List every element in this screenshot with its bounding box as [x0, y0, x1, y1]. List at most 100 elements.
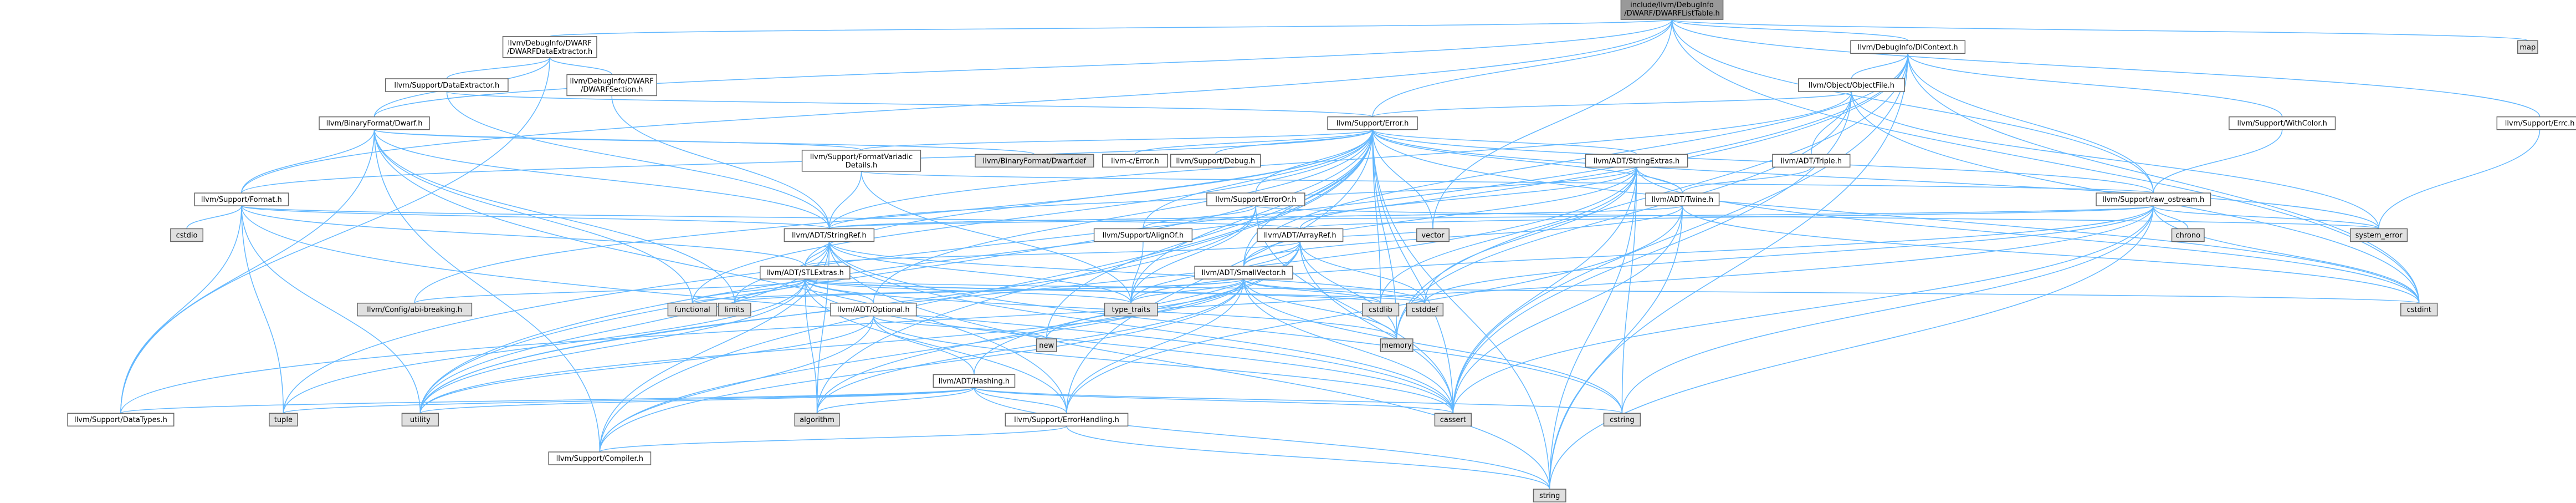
node-systemerror[interactable]: system_error: [2349, 228, 2408, 242]
node-label: system_error: [2355, 231, 2403, 240]
edge: [1134, 129, 1373, 155]
node-withcolor[interactable]: llvm/Support/WithColor.h: [2229, 116, 2336, 130]
edge: [816, 129, 1373, 414]
node-cerror[interactable]: llvm-c/Error.h: [1102, 154, 1169, 168]
node-box: [933, 374, 1016, 388]
node-box: [2229, 116, 2336, 130]
edge: [419, 129, 1373, 414]
edge: [2378, 129, 2541, 229]
node-box: [2496, 116, 2576, 130]
node-arrayref[interactable]: llvm/ADT/ArrayRef.h: [1257, 228, 1344, 242]
node-vector[interactable]: vector: [1416, 228, 1450, 242]
node-dwarfdef[interactable]: llvm/BinaryFormat/Dwarf.def: [975, 154, 1094, 168]
edge: [1851, 91, 2379, 229]
node-optional[interactable]: llvm/ADT/Optional.h: [830, 302, 917, 317]
node-stringextras[interactable]: llvm/ADT/StringExtras.h: [1585, 154, 1688, 168]
edge: [1372, 91, 1852, 118]
node-label: llvm/Support/WithColor.h: [2237, 120, 2327, 128]
node-triple[interactable]: llvm/ADT/Triple.h: [1772, 154, 1851, 168]
node-cstddef[interactable]: cstddef: [1406, 302, 1444, 317]
edge: [599, 241, 830, 452]
edge: [974, 387, 1067, 414]
edge: [1671, 19, 1908, 41]
node-dwarfsection[interactable]: llvm/DebugInfo/DWARF/DWARFSection.h: [566, 74, 657, 96]
node-binaryformatdwarf[interactable]: llvm/BinaryFormat/Dwarf.h: [319, 116, 430, 130]
edge: [1549, 53, 1908, 490]
node-objectfile[interactable]: llvm/Object/ObjectFile.h: [1797, 78, 1906, 92]
node-erroror[interactable]: llvm/Support/ErrorOr.h: [1206, 192, 1305, 206]
node-memory[interactable]: memory: [1380, 338, 1414, 352]
edge: [873, 316, 1454, 414]
node-hashing[interactable]: llvm/ADT/Hashing.h: [933, 374, 1016, 388]
node-functional[interactable]: functional: [667, 302, 718, 317]
node-cstdint[interactable]: cstdint: [2400, 302, 2438, 317]
node-box: [1194, 266, 1293, 280]
node-alignof[interactable]: llvm/Support/AlignOf.h: [1093, 228, 1193, 242]
node-box: [1406, 302, 1444, 317]
node-error[interactable]: llvm/Support/Error.h: [1327, 116, 1418, 130]
node-configbreaking[interactable]: llvm/Config/abi-breaking.h: [357, 302, 473, 317]
node-dicontext[interactable]: llvm/DebugInfo/DIContext.h: [1850, 40, 1966, 54]
edge: [1907, 53, 2420, 303]
edge: [873, 315, 1047, 339]
node-dwarfdataextractor[interactable]: llvm/DebugInfo/DWARF/DWARFDataExtractor.…: [502, 36, 597, 58]
node-label: llvm/Support/Errc.h: [2505, 120, 2575, 128]
node-debug[interactable]: llvm/Support/Debug.h: [1170, 154, 1261, 168]
node-tuple[interactable]: tuple: [269, 413, 298, 426]
node-label: llvm/Support/raw_ostream.h: [2102, 196, 2204, 204]
node-twine[interactable]: llvm/ADT/Twine.h: [1645, 192, 1720, 206]
node-limits[interactable]: limits: [718, 302, 751, 317]
edge: [734, 278, 806, 303]
edge: [549, 19, 1673, 37]
edge: [816, 279, 1245, 414]
node-stlextras[interactable]: llvm/ADT/STLExtras.h: [760, 266, 851, 280]
node-errorhandling[interactable]: llvm/Support/ErrorHandling.h: [1005, 413, 1129, 426]
edge: [1621, 167, 1637, 414]
node-map[interactable]: map: [2517, 40, 2538, 54]
node-box: [1434, 413, 1472, 426]
node-cstdio[interactable]: cstdio: [170, 228, 204, 242]
node-cstdlib[interactable]: cstdlib: [1361, 302, 1400, 317]
edge: [1130, 278, 1245, 303]
node-stringref[interactable]: llvm/ADT/StringRef.h: [783, 228, 875, 242]
node-string[interactable]: string: [1533, 489, 1566, 502]
edge: [1452, 206, 1683, 414]
node-root[interactable]: include/llvm/DebugInfo/DWARF/DWARFListTa…: [1620, 0, 1724, 20]
node-smallvector[interactable]: llvm/ADT/SmallVector.h: [1194, 266, 1293, 280]
edge: [1372, 19, 1673, 117]
edge: [1255, 205, 2379, 230]
node-dataextractor[interactable]: llvm/Support/DataExtractor.h: [385, 78, 509, 92]
node-box: [1093, 228, 1193, 242]
node-box: [1036, 338, 1057, 352]
node-algorithm[interactable]: algorithm: [794, 413, 840, 426]
edge: [1682, 166, 1812, 194]
node-cassert[interactable]: cassert: [1434, 413, 1472, 426]
node-format[interactable]: llvm/Support/Format.h: [194, 192, 289, 206]
node-errc[interactable]: llvm/Support/Errc.h: [2496, 116, 2576, 130]
node-new[interactable]: new: [1036, 338, 1057, 352]
node-box: [783, 228, 875, 242]
edge: [816, 387, 975, 414]
node-cstring[interactable]: cstring: [1603, 413, 1641, 426]
node-typetraits[interactable]: type_traits: [1104, 302, 1158, 317]
node-label: llvm/Support/Format.h: [201, 196, 282, 204]
node-label: /DWARFDataExtractor.h: [507, 48, 592, 56]
edge: [241, 129, 375, 194]
edge: [1243, 129, 1373, 267]
node-rawostream[interactable]: llvm/Support/raw_ostream.h: [2096, 192, 2211, 206]
node-datatypes[interactable]: llvm/Support/DataTypes.h: [67, 413, 175, 426]
node-label: Details.h: [846, 161, 877, 170]
node-label: llvm/ADT/Twine.h: [1651, 196, 1713, 204]
node-box: [194, 192, 289, 206]
node-chrono[interactable]: chrono: [2171, 228, 2205, 242]
edge: [974, 387, 1623, 414]
edge: [828, 241, 1426, 303]
edge: [1851, 53, 1908, 79]
edge: [1243, 278, 1426, 304]
node-compiler[interactable]: llvm/Support/Compiler.h: [548, 451, 652, 465]
edge: [373, 19, 1673, 117]
edge: [599, 241, 1301, 453]
edge: [120, 206, 242, 414]
node-utility[interactable]: utility: [401, 413, 439, 426]
